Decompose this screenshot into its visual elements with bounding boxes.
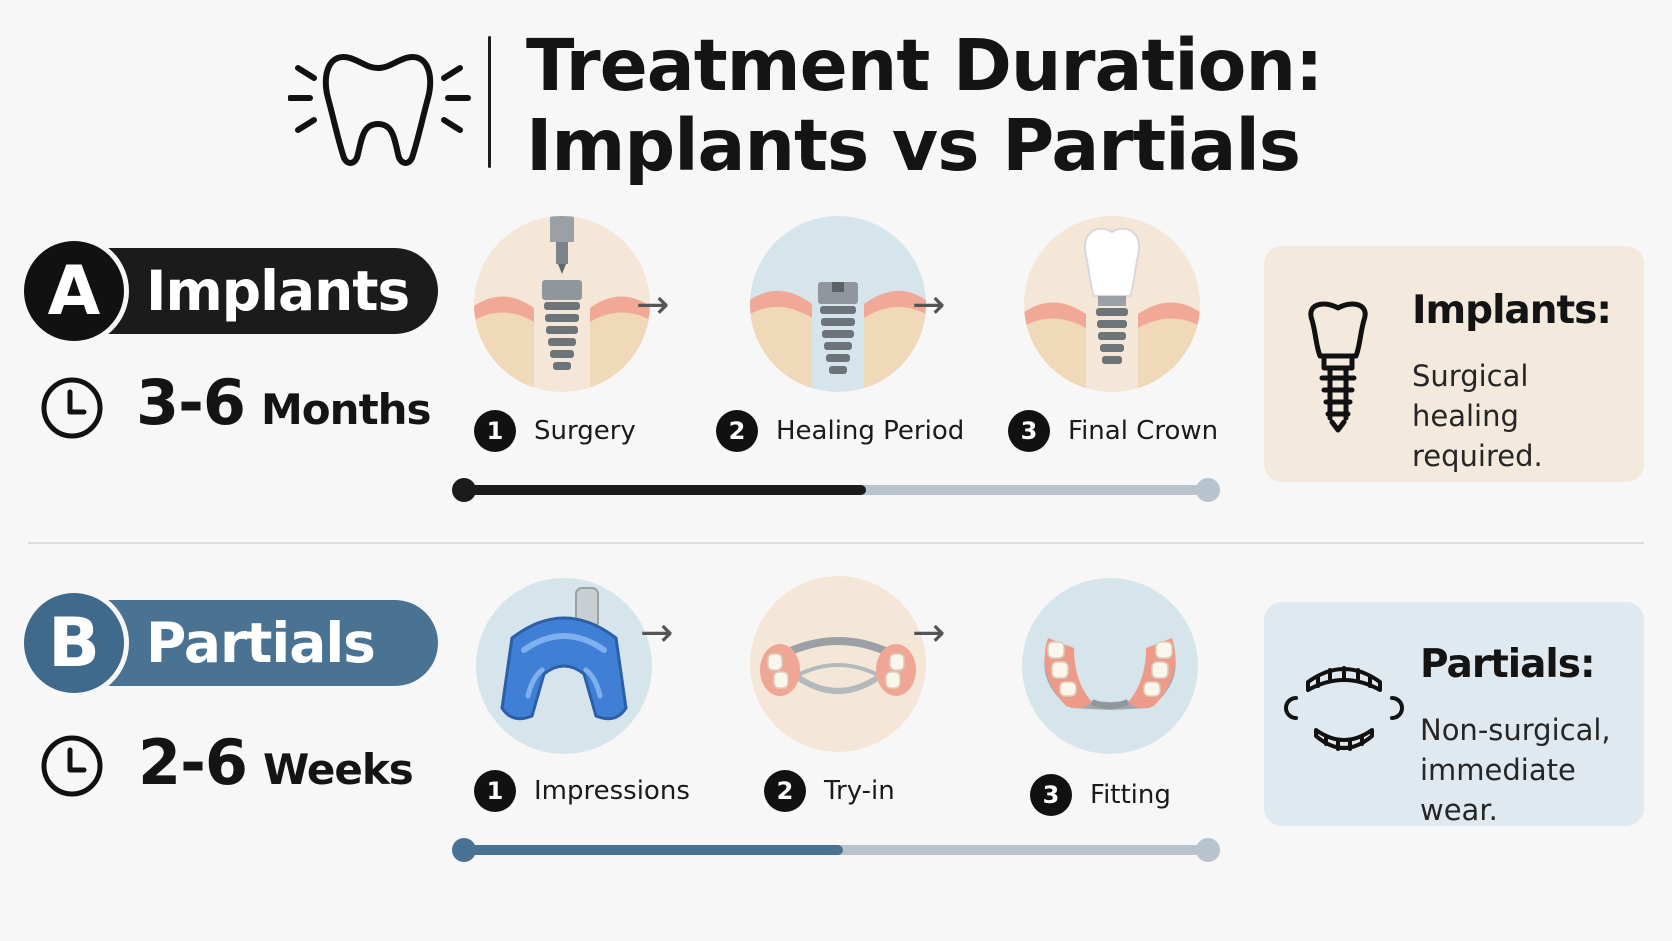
progress-start-dot <box>452 838 476 862</box>
step-image-surgery <box>474 216 650 392</box>
partial-frame-icon <box>750 576 926 752</box>
tooth-logo <box>287 40 478 180</box>
section-separator <box>28 542 1644 544</box>
section-name-implants: Implants <box>146 259 410 323</box>
step-label-try-in: 2 Try-in <box>764 770 895 812</box>
step-image-try-in <box>750 576 926 752</box>
progress-start-dot <box>452 478 476 502</box>
implant-crown-icon <box>1024 216 1200 392</box>
partials-progress-track <box>464 845 1208 855</box>
implants-pill: A Implants <box>24 241 438 341</box>
arrow-right-icon: → <box>912 610 946 656</box>
arrow-right-icon: → <box>912 282 946 328</box>
progress-end-dot <box>1196 478 1220 502</box>
step-text: Try-in <box>824 776 895 806</box>
partials-progress-fill <box>464 845 844 855</box>
step-number-badge: 2 <box>716 410 758 452</box>
step-label-final-crown: 3 Final Crown <box>1008 410 1218 452</box>
clock-icon <box>41 377 103 439</box>
step-text: Surgery <box>534 416 636 446</box>
duration-value: 3-6 <box>136 366 246 439</box>
step-image-fitting <box>1022 578 1198 754</box>
step-text: Impressions <box>534 776 690 806</box>
step-image-final-crown <box>1024 216 1200 392</box>
card-text: Surgical healing required. <box>1412 359 1543 473</box>
step-label-fitting: 3 Fitting <box>1030 774 1171 816</box>
step-number-badge: 3 <box>1030 774 1072 816</box>
implant-drill-icon <box>474 216 650 392</box>
step-label-impressions: 1 Impressions <box>474 770 690 812</box>
step-number-badge: 3 <box>1008 410 1050 452</box>
arrow-right-icon: → <box>636 282 670 328</box>
arrow-right-icon: → <box>640 610 674 656</box>
step-number-badge: 1 <box>474 770 516 812</box>
step-image-healing <box>750 216 926 392</box>
section-letter-b: B <box>24 593 124 693</box>
dental-arch-icon <box>1284 666 1404 751</box>
progress-end-dot <box>1196 838 1220 862</box>
card-title: Partials: <box>1420 642 1596 687</box>
section-letter-a: A <box>24 241 124 341</box>
step-text: Final Crown <box>1068 416 1219 446</box>
duration-value: 2-6 <box>138 726 248 799</box>
partials-pill: B Partials <box>24 593 438 693</box>
clock-icon <box>41 735 103 797</box>
implant-post-icon <box>750 216 926 392</box>
duration-unit: Weeks <box>263 745 414 794</box>
step-label-surgery: 1 Surgery <box>474 410 636 452</box>
page-title: Treatment Duration: Implants vs Partials <box>526 24 1323 187</box>
partial-denture-icon <box>1022 578 1198 754</box>
implants-info-card: Implants: Surgical healing required. <box>1264 246 1644 482</box>
step-label-healing: 2 Healing Period <box>716 410 964 452</box>
step-text: Healing Period <box>776 416 965 446</box>
step-image-impressions <box>476 578 652 754</box>
tooth-icon <box>287 54 471 166</box>
implants-progress-track <box>464 485 1208 495</box>
step-number-badge: 2 <box>764 770 806 812</box>
partials-duration: 2-6 Weeks <box>138 726 414 799</box>
step-number-badge: 1 <box>474 410 516 452</box>
partials-info-card: Partials: Non-surgical, immediate wear. <box>1264 602 1644 827</box>
duration-unit: Months <box>261 385 432 434</box>
card-title: Implants: <box>1412 288 1612 333</box>
section-name-partials: Partials <box>146 611 376 675</box>
step-text: Fitting <box>1090 780 1171 810</box>
header-divider <box>488 36 491 168</box>
implant-icon <box>1308 301 1368 433</box>
card-text: Non-surgical, immediate wear. <box>1420 713 1611 827</box>
implants-progress-fill <box>464 485 866 495</box>
implants-duration: 3-6 Months <box>136 366 432 439</box>
impression-tray-icon <box>476 578 652 754</box>
